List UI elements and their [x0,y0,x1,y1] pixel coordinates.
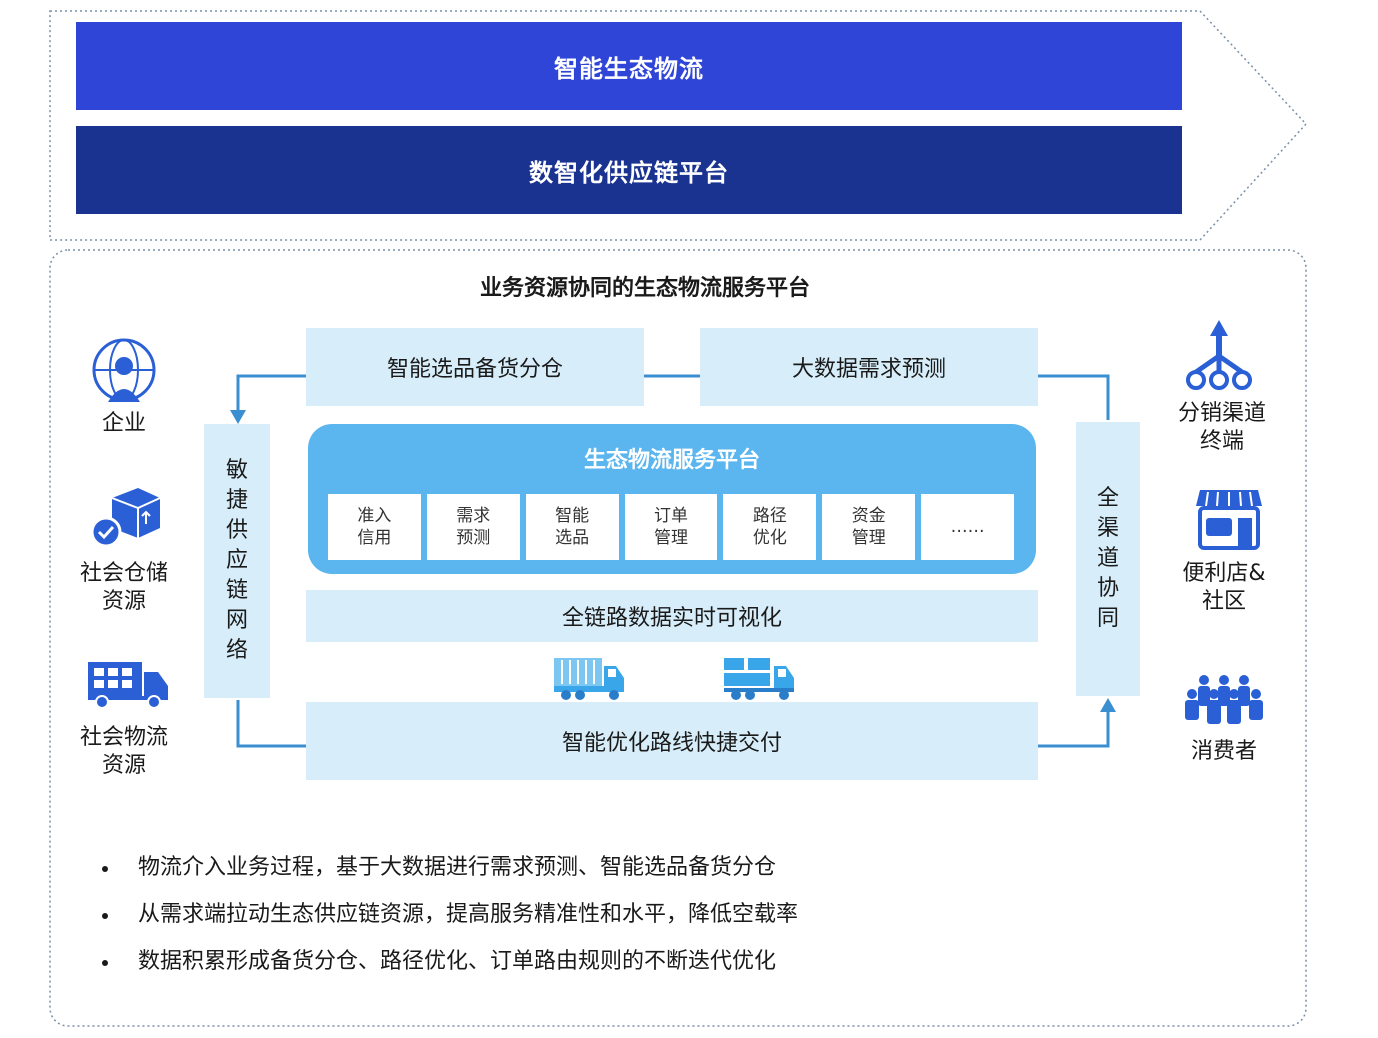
right-item-store: 便利店& 社区 [1182,561,1266,614]
right-vertical-box: 全 渠 道 协 同 [1076,422,1140,696]
left-col-char: 应 [225,548,248,573]
left-item-logistics: 社会物流 资源 [79,725,168,778]
platform-cell: 路径 优化 [723,494,817,560]
warehouse-box-icon [90,488,161,548]
right-col-char: 全 [1096,486,1119,511]
bullet-item: 从需求端拉动生态供应链资源，提高服务精准性和水平，降低空载率 [100,895,1000,942]
enterprise-globe-icon [92,338,156,402]
section-title: 业务资源协同的生态物流服务平台 [479,276,810,301]
bullet-list: 物流介入业务过程，基于大数据进行需求预测、智能选品备货分仓 从需求端拉动生态供应… [100,848,1000,989]
banner-bottom-label: 数智化供应链平台 [529,158,729,187]
bullet-text: 物流介入业务过程，基于大数据进行需求预测、智能选品备货分仓 [138,855,777,880]
container-truck-icon [554,658,624,700]
right-item-distribution: 分销渠道 终端 [1177,401,1266,454]
banner-smart-eco-logistics: 智能生态物流 [76,22,1182,110]
box-smart-selection: 智能选品备货分仓 [306,328,644,406]
store-icon [1196,490,1262,550]
consumers-group-icon [1185,675,1263,724]
platform-cells: 准入 信用 需求 预测 智能 选品 订单 管理 路径 优化 资金 管理 …… [328,494,1015,560]
logistics-truck-icon [88,662,168,709]
right-col-char: 同 [1096,606,1119,631]
left-col-char: 网 [225,608,248,633]
right-col-char: 渠 [1096,516,1119,541]
bullet-text: 从需求端拉动生态供应链资源，提高服务精准性和水平，降低空载率 [138,902,799,927]
left-col-char: 捷 [225,488,248,513]
box-delivery: 智能优化路线快捷交付 [306,702,1038,780]
bullet-text: 数据积累形成备货分仓、路径优化、订单路由规则的不断迭代优化 [138,949,777,974]
bullet-dot [102,913,108,919]
platform-cell: 资金 管理 [822,494,916,560]
banner-digital-supply-chain: 数智化供应链平台 [76,126,1182,214]
right-col-char: 道 [1096,546,1119,571]
box-visualization-label: 全链路数据实时可视化 [561,606,782,631]
platform-cell: 需求 预测 [426,494,520,560]
platform-cell: 订单 管理 [624,494,718,560]
box-smart-selection-label: 智能选品备货分仓 [386,357,563,382]
cargo-truck-icon [724,658,794,700]
bullet-item: 数据积累形成备货分仓、路径优化、订单路由规则的不断迭代优化 [100,942,1000,989]
box-bigdata-forecast: 大数据需求预测 [700,328,1038,406]
eco-logistics-platform: 生态物流服务平台 准入 信用 需求 预测 智能 选品 订单 管理 路径 优化 资… [308,424,1036,574]
left-item-warehouse: 社会仓储 资源 [79,561,168,614]
left-col-char: 链 [225,578,248,603]
platform-title: 生态物流服务平台 [583,448,760,473]
left-col-char: 敏 [225,458,248,483]
platform-cell: 智能 选品 [525,494,619,560]
distribution-tree-icon [1186,320,1252,390]
platform-cell: …… [921,494,1015,560]
bullet-item: 物流介入业务过程，基于大数据进行需求预测、智能选品备货分仓 [100,848,1000,895]
box-bigdata-forecast-label: 大数据需求预测 [791,357,946,382]
left-col-char: 供 [225,518,248,543]
bullet-dot [102,960,108,966]
bullet-dot [102,866,108,872]
right-item-consumers: 消费者 [1190,739,1257,764]
right-col-char: 协 [1096,576,1119,601]
left-item-enterprise: 企业 [101,411,146,436]
platform-cell: 准入 信用 [328,494,421,560]
banner-top-label: 智能生态物流 [554,54,704,83]
left-col-char: 络 [225,638,248,663]
box-delivery-label: 智能优化路线快捷交付 [561,731,782,756]
box-visualization: 全链路数据实时可视化 [306,590,1038,642]
left-vertical-box: 敏 捷 供 应 链 网 络 [204,424,270,698]
